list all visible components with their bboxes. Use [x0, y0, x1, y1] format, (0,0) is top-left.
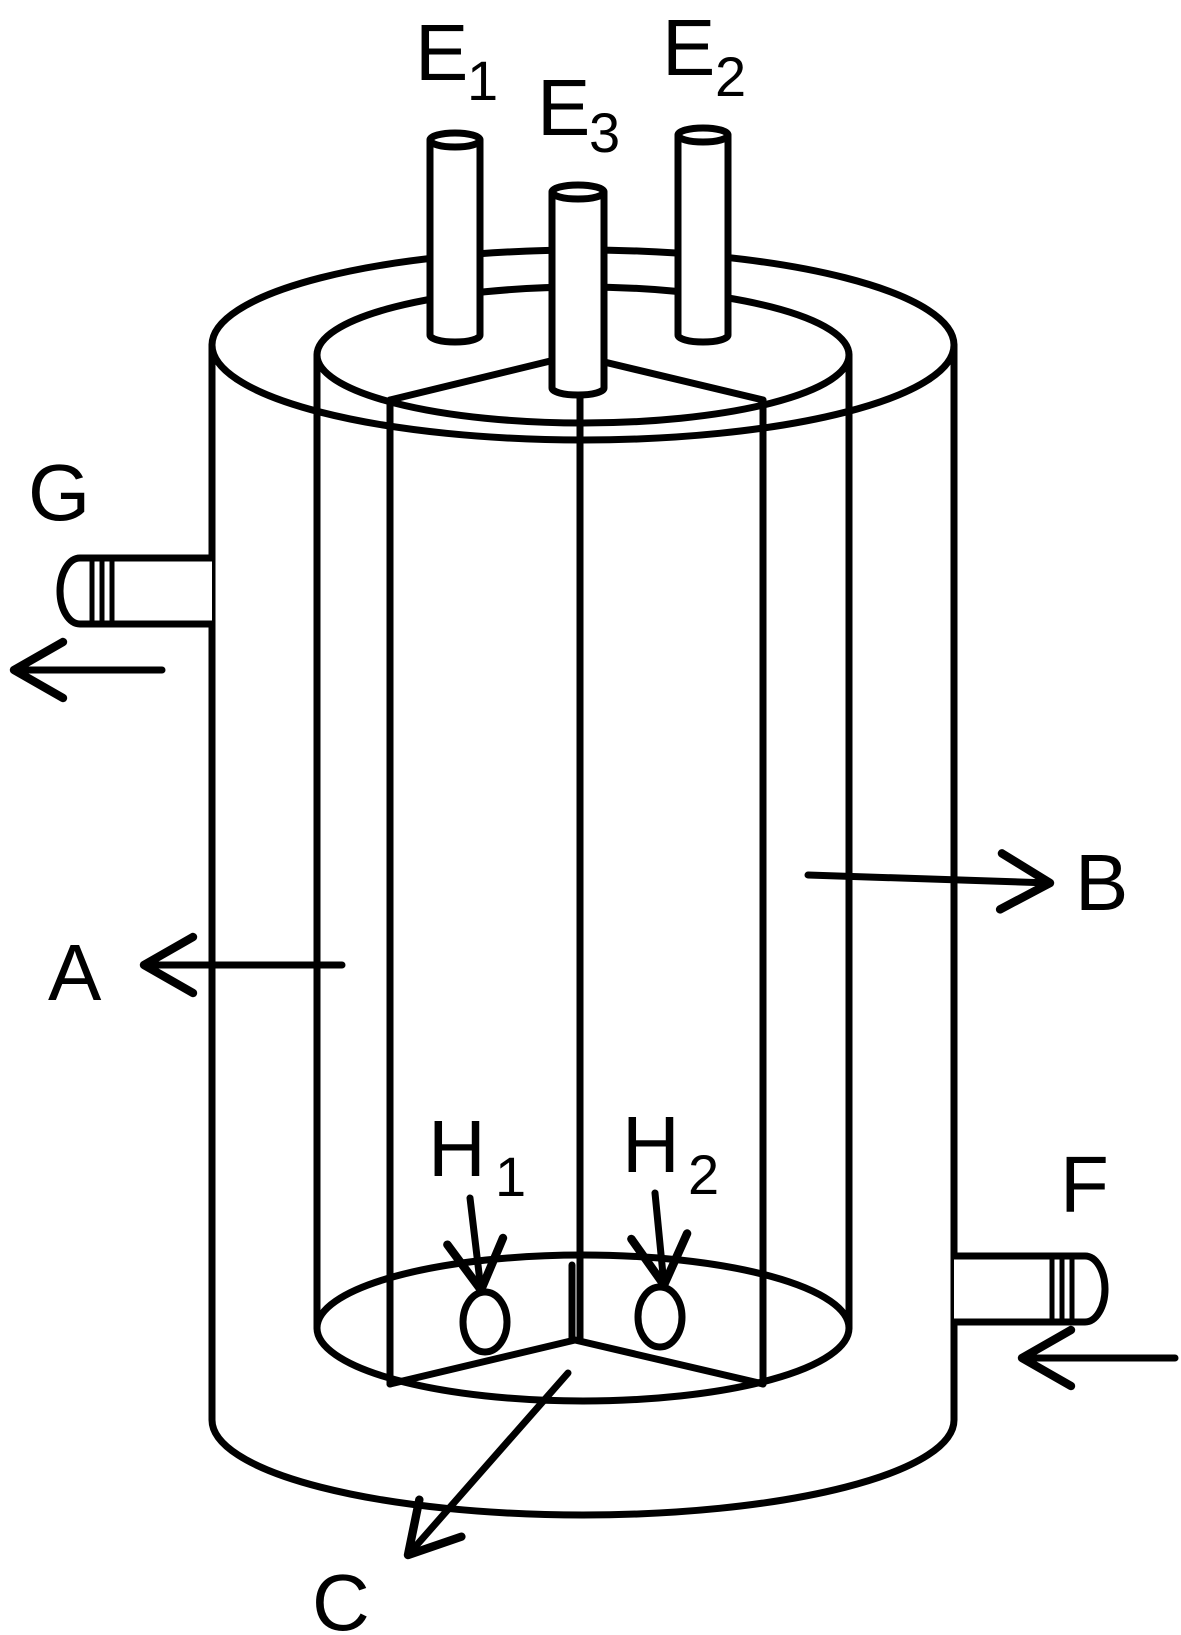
label-h1: H: [428, 1104, 486, 1193]
label-g: G: [28, 448, 90, 537]
electrode-e2: [674, 124, 732, 346]
label-e1-sub: 1: [467, 49, 498, 112]
label-c: C: [312, 1558, 370, 1635]
arrow-h2: [627, 1189, 692, 1290]
electrode-e1: [426, 129, 484, 346]
label-e3: E: [537, 63, 590, 152]
label-h2: H: [622, 1100, 680, 1189]
label-b: B: [1075, 838, 1128, 927]
label-e1: E: [415, 8, 468, 97]
label-f: F: [1060, 1140, 1109, 1229]
hole-h2: [634, 1283, 686, 1351]
hole-h1: [459, 1288, 511, 1356]
label-e2: E: [662, 3, 715, 92]
label-h1-sub: 1: [495, 1145, 526, 1208]
label-a: A: [48, 928, 102, 1017]
port-f: [950, 1252, 1109, 1326]
partition-bottom-edge: [386, 1336, 767, 1388]
label-e2-sub: 2: [715, 45, 746, 108]
arrow-c: [403, 1369, 572, 1560]
port-g: [56, 554, 216, 628]
label-e3-sub: 3: [589, 101, 620, 164]
label-h2-sub: 2: [688, 1143, 719, 1206]
arrow-b: [804, 849, 1055, 914]
outer-jacket-body: [208, 341, 958, 1519]
electrode-e3: [548, 181, 608, 399]
arrow-h1: [443, 1194, 508, 1295]
